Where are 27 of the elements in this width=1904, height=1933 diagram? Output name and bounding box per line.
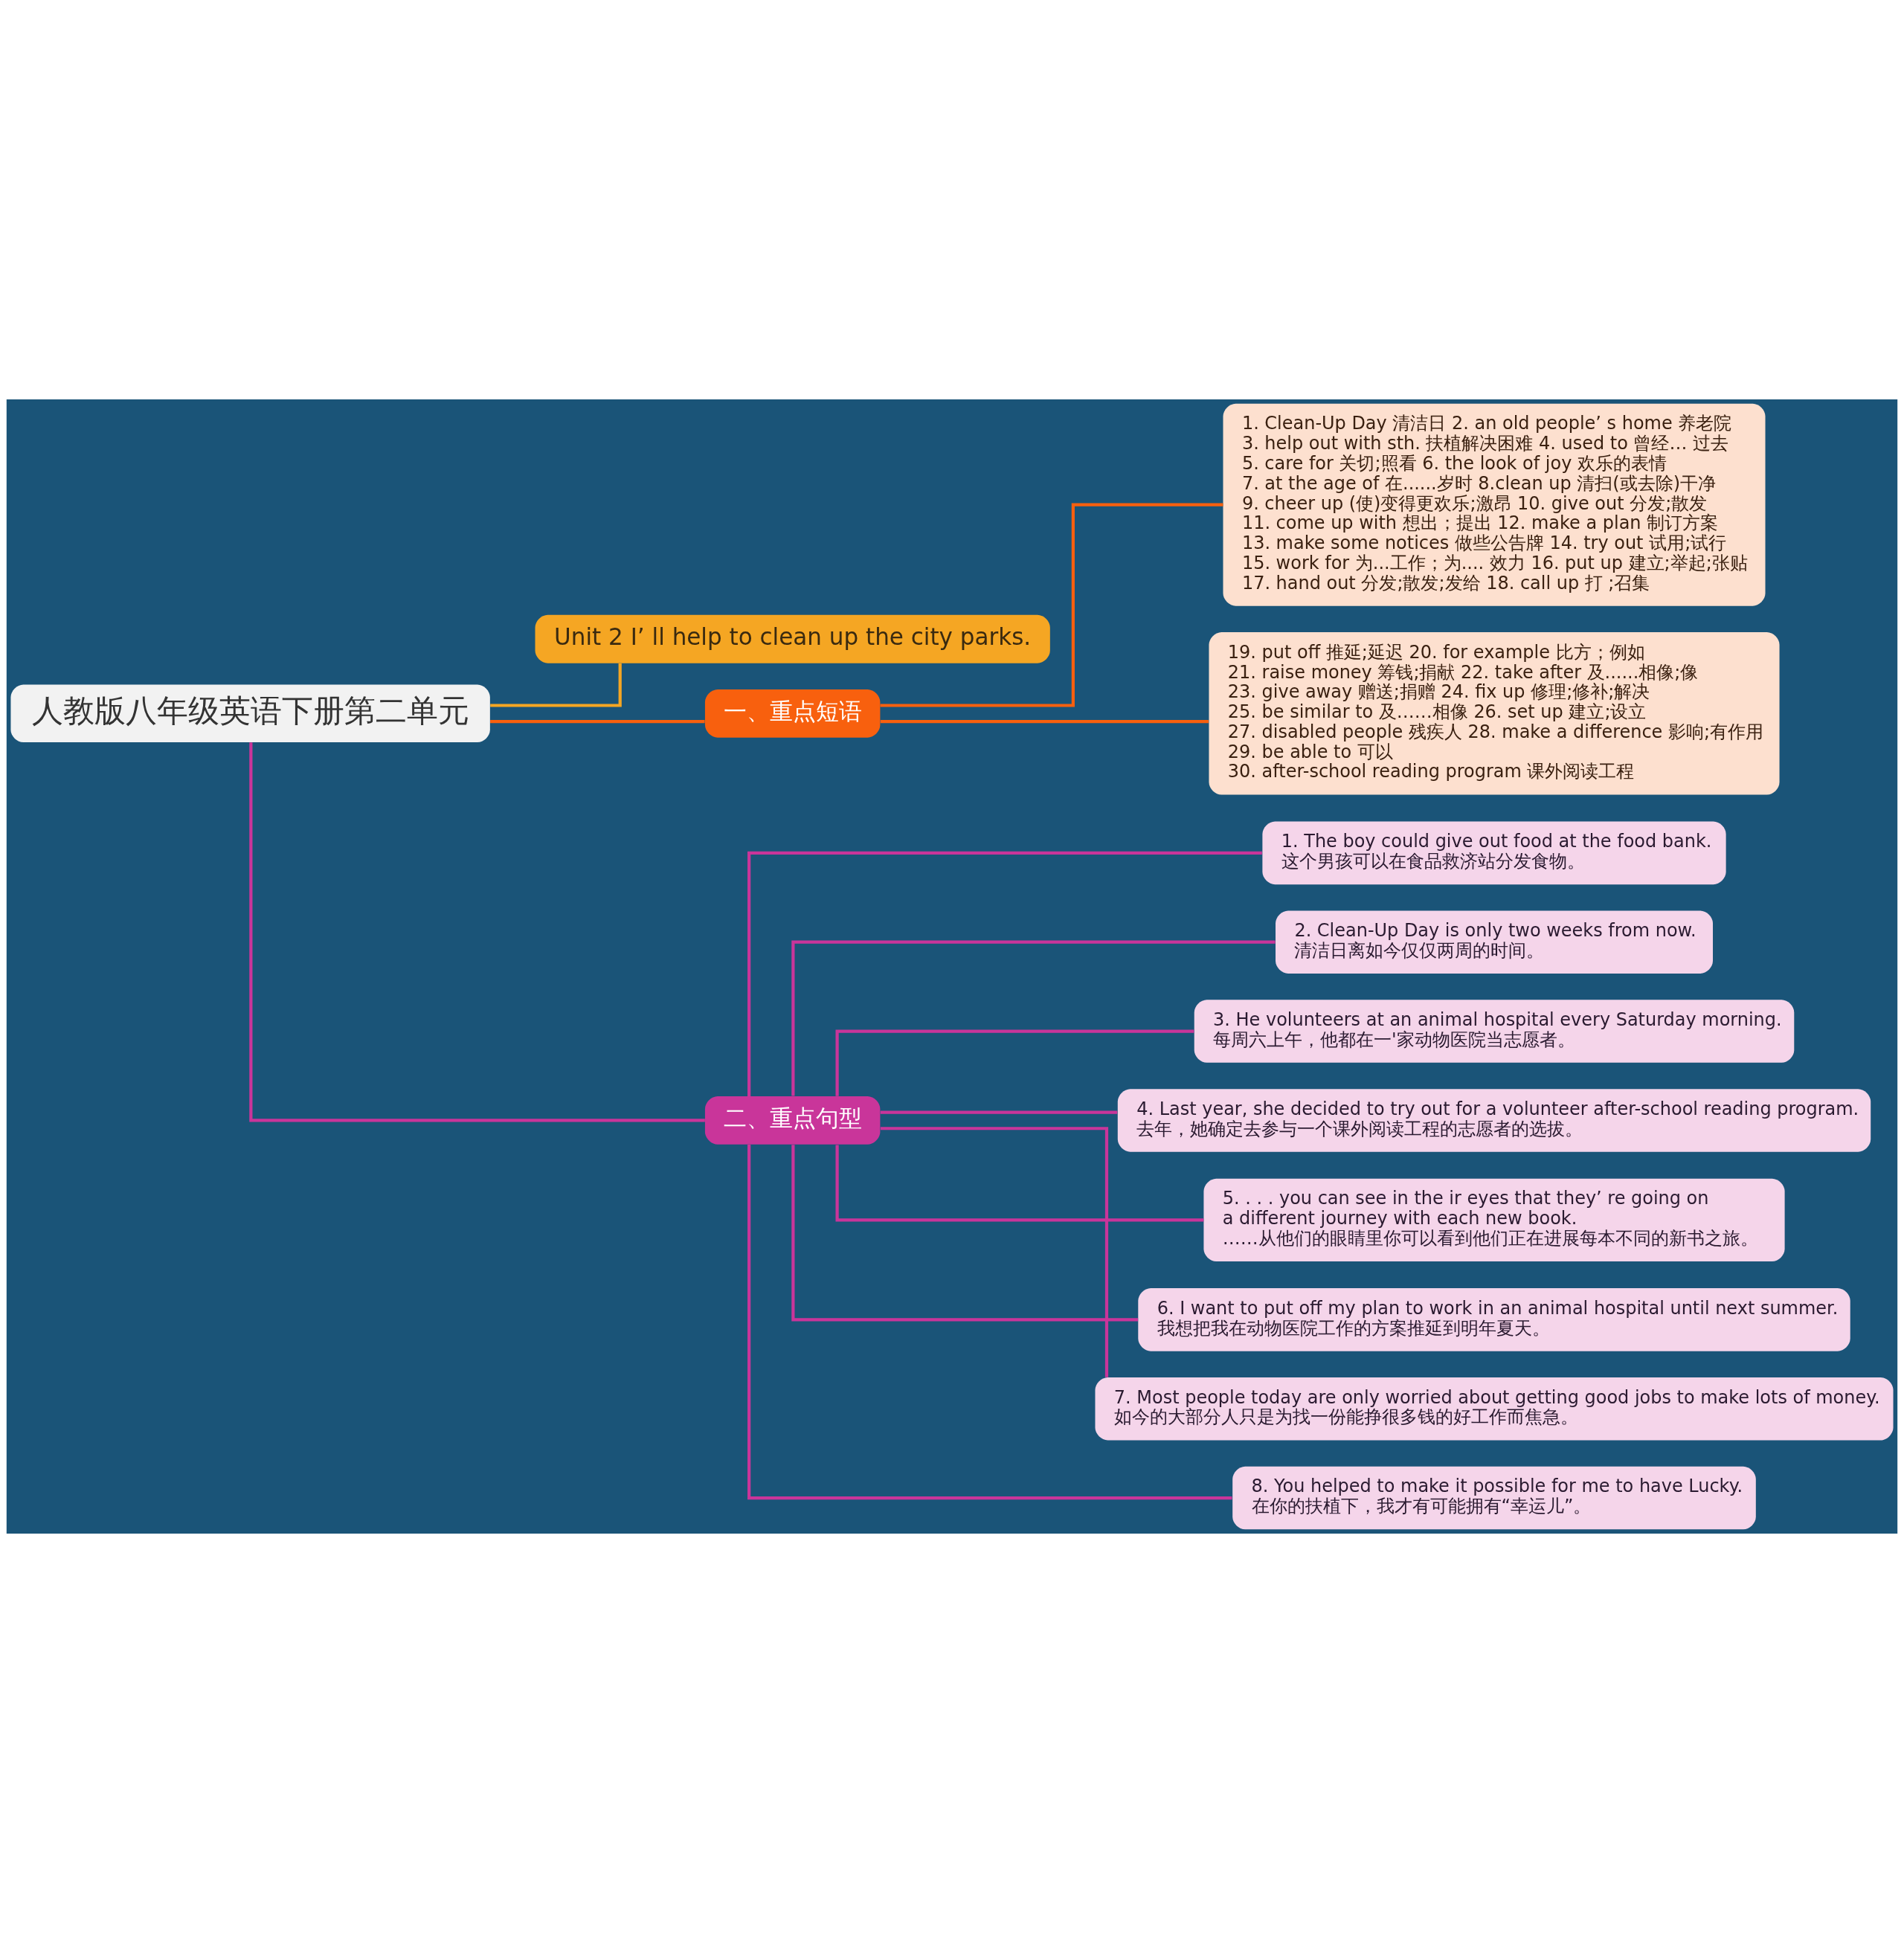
connector: [880, 1110, 1118, 1114]
node-box: 6. I want to put off my plan to work in an animal hospital until next summer. 我想把我在动物医院工作的方案推延到明年夏天。: [1138, 1288, 1850, 1351]
node-box: 4. Last year, she decided to try out for a volunteer after-school reading program. 去年，她确定去参与一个课外阅读工程的志愿者的选拔。: [1117, 1089, 1871, 1152]
node-box: 1. Clean-Up Day 清洁日 2. an old people’ s home 养老院 3. help out with sth. 扶植解决困难 4. used to 曾经… 过去 5. care for 关切;照看 6. the look of joy 欢乐的表情 7. at the age of 在......岁时 8.clean up 清扫(或去除)干净 9. cheer up (使)变得更欢乐;激昂 10. give out 分发;散发 11. come up with 想出；提出 12. make a plan 制订方案 13. make some notices 做些公告牌 14. try out 试用;试行 15. work for 为...工作；为.... 效力 16. put up 建立;举起;张贴 17. hand out 分发;散发;发给 18. call up 打 ;召集: [1223, 403, 1766, 606]
node-box: 人教版八年级英语下册第二单元: [10, 684, 490, 743]
connector: [880, 503, 1223, 707]
node-box: 8. You helped to make it possible for me to have Lucky. 在你的扶植下，我才有可能拥有“幸运儿”。: [1232, 1466, 1756, 1530]
connector: [791, 1145, 1139, 1322]
connector: [880, 720, 1209, 724]
node-box: 2. Clean-Up Day is only two weeks from now. 清洁日离如今仅仅两周的时间。: [1276, 910, 1713, 974]
node-box: Unit 2 I’ ll help to clean up the city parks.: [535, 614, 1050, 663]
node-box: 一、重点短语: [704, 689, 881, 738]
node-box: 3. He volunteers at an animal hospital every Saturday morning. 每周六上午，他都在一'家动物医院当志愿者。: [1194, 1000, 1795, 1063]
connector: [249, 742, 705, 1122]
connector: [747, 1144, 1232, 1500]
connector: [490, 663, 622, 707]
node-box: 二、重点句型: [704, 1096, 881, 1145]
node-box: 19. put off 推延;延迟 20. for example 比方；例如 21. raise money 筹钱;捐献 22. take after 及......相像;像 23. give away 赠送;捐赠 24. fix up 修理;修补;解决 25. be similar to 及……相像 26. set up 建立;设立 27. disabled people 残疾人 28. make a difference 影响;有作用 29. be able to 可以 30. after-school reading program 课外阅读工程: [1209, 632, 1780, 795]
connector: [791, 940, 1276, 1096]
connector: [880, 1127, 1109, 1377]
connector: [835, 1145, 1204, 1222]
connector: [835, 1029, 1194, 1096]
connector: [490, 720, 705, 724]
node-box: 5. . . . you can see in the ir eyes that they’ re going on a different journey with each new book. ……从他们的眼睛里你可以看到他们正在进展每本不同的新书之旅。: [1203, 1178, 1785, 1262]
connector: [747, 851, 1262, 1096]
node-box: 7. Most people today are only worried about getting good jobs to make lots of money. 如今的大部分人只是为找一份能挣很多钱的好工作而焦急。: [1095, 1377, 1894, 1441]
node-box: 1. The boy could give out food at the food bank. 这个男孩可以在食品救济站分发食物。: [1262, 821, 1726, 885]
